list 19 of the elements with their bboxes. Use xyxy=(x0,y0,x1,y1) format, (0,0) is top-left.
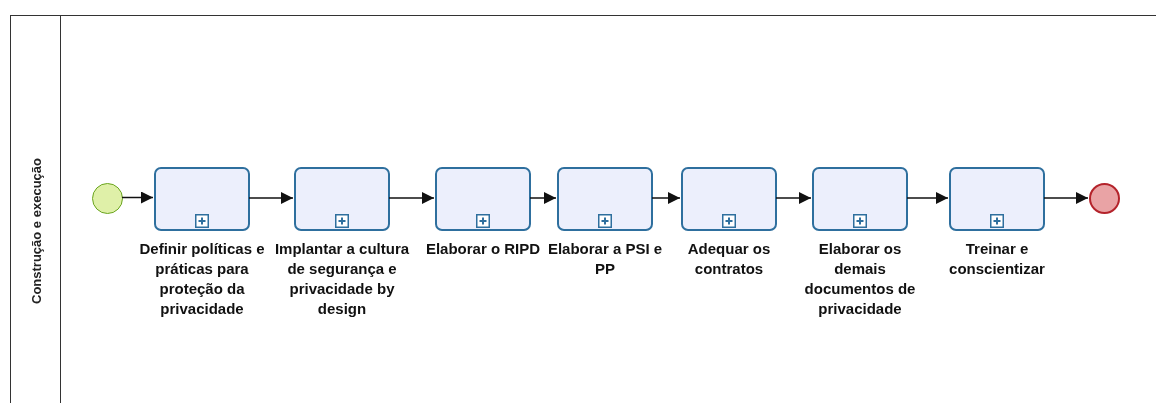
sequence-flow-arrow xyxy=(651,192,681,204)
task-label: Implantar a cultura de segurança e privacidade by design xyxy=(274,239,410,319)
task-label: Elaborar o RIPD xyxy=(424,239,542,259)
task-label: Definir políticas e práticas para proteção da privacidade xyxy=(138,239,266,319)
task-label: Elaborar a PSI e PP xyxy=(546,239,664,279)
task-label: Treinar e conscientizar xyxy=(948,239,1046,279)
task-label: Elaborar os demais documentos de privacidade xyxy=(803,239,917,319)
lane-title: Construção e execução xyxy=(28,158,44,304)
sequence-flow-arrow xyxy=(529,192,557,204)
sequence-flow-arrow xyxy=(775,192,812,204)
task-label: Adequar os contratos xyxy=(686,239,772,279)
start-event-circle xyxy=(92,183,123,214)
sequence-flow-arrow xyxy=(1043,192,1089,204)
sequence-flow-arrow xyxy=(121,191,154,204)
sequence-flow-arrow xyxy=(248,192,294,204)
sequence-flow-arrow xyxy=(906,192,949,204)
sequence-flow-arrow xyxy=(388,192,435,204)
end-event-circle xyxy=(1089,183,1120,214)
swimlane xyxy=(10,15,1156,403)
